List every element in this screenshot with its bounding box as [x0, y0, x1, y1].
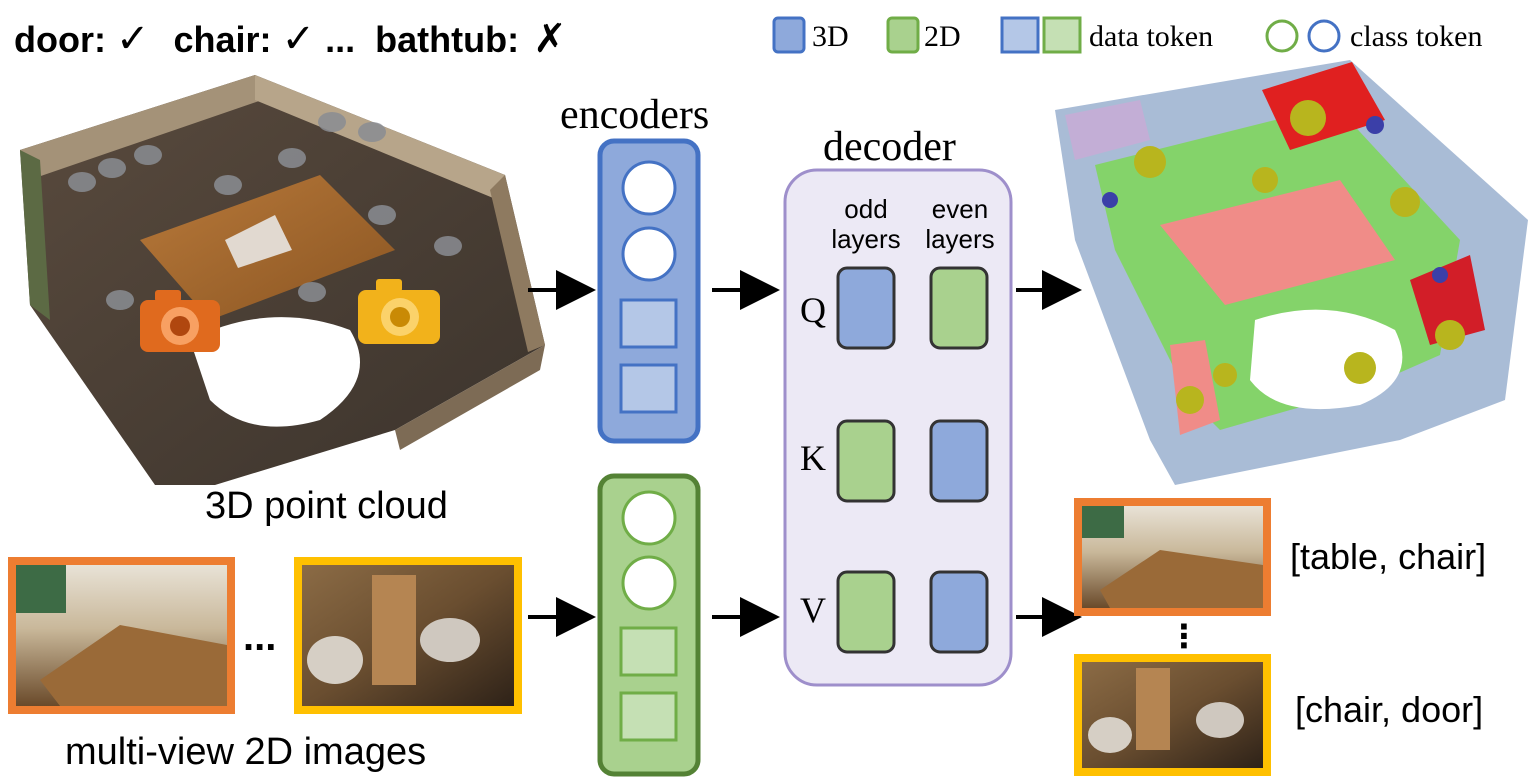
decoder-label: decoder	[823, 124, 956, 170]
encoder-3d-class-token-2	[621, 226, 677, 282]
legend-class-token-2d-circle	[1265, 19, 1299, 53]
even-key-3d	[929, 419, 989, 503]
point-cloud-image	[20, 75, 545, 485]
yellow-camera-icon	[358, 279, 440, 344]
odd-layers-label-line2: layers	[831, 224, 900, 254]
output-image-1	[1074, 498, 1271, 616]
legend: 3D 2D data token class token	[772, 16, 1482, 54]
bathtub-cross-icon: ✗	[533, 17, 567, 61]
bathtub-label: bathtub:	[375, 19, 519, 60]
multi-view-image-2	[294, 557, 522, 714]
query-label: Q	[800, 290, 826, 330]
encoders-label: encoders	[560, 92, 709, 138]
point-cloud-caption: 3D point cloud	[205, 485, 448, 527]
svg-text:door: ✓ chair:: door: ✓ chair: ✓ ... bathtub: ✗	[14, 17, 567, 61]
legend-3d-swatch	[772, 16, 806, 54]
multi-view-caption: multi-view 2D images	[65, 731, 426, 773]
value-label: V	[800, 590, 826, 630]
legend-2d-swatch	[886, 16, 920, 54]
odd-key-2d	[836, 419, 896, 503]
odd-value-2d	[836, 570, 896, 654]
encoder-2d-class-token-2	[621, 555, 677, 611]
even-layers-label-line2: layers	[925, 224, 994, 254]
legend-data-token-3d-swatch	[1000, 16, 1040, 54]
door-check-icon: ✓	[116, 17, 150, 61]
legend-data-token-2d-swatch	[1042, 16, 1082, 54]
image-1-class-labels: [table, chair]	[1290, 536, 1486, 577]
output-image-2	[1074, 654, 1271, 776]
legend-data-token-label: data token	[1089, 20, 1213, 53]
chair-check-icon: ✓	[282, 17, 316, 61]
encoder-2d-class-token-1	[621, 490, 677, 546]
multi-view-image-1	[8, 557, 235, 714]
encoder-2d	[597, 473, 701, 777]
encoder-3d-class-token-1	[621, 160, 677, 216]
chair-label: chair:	[174, 19, 272, 60]
legend-class-token-label: class token	[1350, 20, 1482, 53]
legend-2d-label: 2D	[924, 20, 961, 53]
key-label: K	[800, 438, 826, 478]
decoder: odd layers even layers Q K V	[783, 168, 1013, 687]
images-ellipsis: ...	[243, 615, 276, 659]
even-value-3d	[929, 570, 989, 654]
header-ellipsis: ...	[325, 19, 355, 60]
encoder-2d-data-token-2	[619, 691, 678, 742]
odd-query-3d	[836, 266, 896, 350]
encoder-3d-data-token-2	[619, 363, 678, 414]
encoder-2d-data-token-1	[619, 626, 678, 677]
header-class-presence: door: ✓ chair: ✓ ... bathtub: ✗	[14, 17, 567, 61]
legend-3d-label: 3D	[812, 20, 849, 53]
odd-layers-label-line1: odd	[844, 194, 887, 224]
legend-class-token-3d-circle	[1307, 19, 1341, 53]
even-query-2d	[929, 266, 989, 350]
segmentation-result-image	[1055, 60, 1528, 485]
encoder-3d	[597, 138, 701, 444]
encoder-3d-data-token-1	[619, 298, 678, 349]
orange-camera-icon	[140, 290, 220, 352]
image-2-class-labels: [chair, door]	[1295, 689, 1483, 730]
vertical-ellipsis: ⋮	[1168, 618, 1200, 654]
even-layers-label-line1: even	[932, 194, 988, 224]
door-label: door:	[14, 19, 106, 60]
